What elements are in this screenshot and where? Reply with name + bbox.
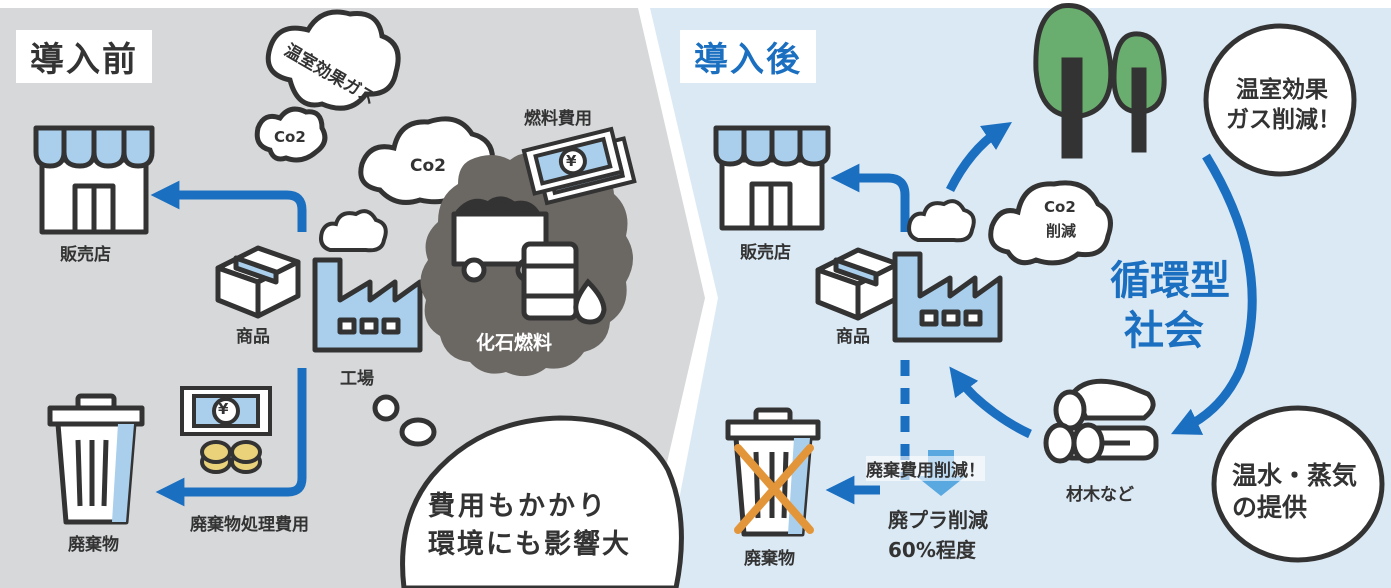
co2-cloud-line-1: Co2 xyxy=(1044,198,1076,216)
co2-cloud-line-2: 削減 xyxy=(1046,222,1077,240)
before-factory-label: 工場 xyxy=(340,369,374,389)
before-product-label: 商品 xyxy=(236,327,270,347)
co2-large-label: Co2 xyxy=(410,156,446,176)
arrow-to-trees xyxy=(945,122,1012,193)
disposal-reduction-label: 廃棄費用削減！ xyxy=(866,456,985,481)
after-smoke-icon xyxy=(907,199,976,243)
cross-icon xyxy=(734,444,814,534)
after-shop-label: 販売店 xyxy=(740,243,791,263)
plastic-line-2: 60%程度 xyxy=(888,538,976,562)
after-waste-label: 廃棄物 xyxy=(744,549,795,569)
co2-reduction-cloud xyxy=(988,180,1113,266)
ghg-bubble-line-1: 温室効果 xyxy=(1236,77,1328,103)
after-trash-can-icon xyxy=(725,407,821,537)
product-box-icon xyxy=(215,245,301,319)
heat-bubble-line-1: 温水・蒸気 xyxy=(1232,461,1358,490)
circular-arrow xyxy=(1170,153,1257,435)
shop-icon xyxy=(33,125,155,235)
after-arrow-to-shop xyxy=(830,163,910,232)
circular-line-2: 社会 xyxy=(1124,308,1204,354)
oil-drum-icon xyxy=(521,241,607,325)
coal-cart-icon xyxy=(451,196,549,283)
heat-supply-bubble xyxy=(1211,405,1385,563)
plastic-line-1: 廃プラ削減 xyxy=(888,508,988,532)
heat-bubble-line-2: の提供 xyxy=(1232,493,1308,522)
logs-icon xyxy=(1043,378,1159,464)
arrow-to-shop xyxy=(150,180,307,232)
money-icon xyxy=(180,386,272,474)
fuel-yen-symbol: ¥ xyxy=(566,152,577,170)
fuel-money-icon xyxy=(521,126,637,206)
co2-small-cloud xyxy=(254,106,328,163)
before-title: 導入前 xyxy=(16,30,152,83)
ghg-bubble-line-2: ガス削減！ xyxy=(1226,107,1341,133)
speech-bubble xyxy=(372,394,684,588)
tree-icon xyxy=(1033,2,1167,159)
after-title: 導入後 xyxy=(680,30,816,83)
arrow-to-waste xyxy=(155,368,307,507)
greenhouse-gas-cloud xyxy=(265,9,401,111)
after-shop-icon xyxy=(713,125,831,231)
factory-icon xyxy=(312,257,423,353)
trash-can-icon xyxy=(47,393,145,525)
arrow-wood-to-factory xyxy=(949,366,1032,439)
wood-label: 材木など xyxy=(1066,485,1134,505)
circular-line-1: 循環型 xyxy=(1110,258,1230,304)
before-waste-label: 廃棄物 xyxy=(68,535,119,555)
disposal-cost-label: 廃棄物処理費用 xyxy=(190,515,309,535)
after-panel xyxy=(650,8,1391,588)
before-shop-label: 販売店 xyxy=(60,245,111,265)
speech-line-1: 費用もかかり xyxy=(428,491,608,522)
after-product-label: 商品 xyxy=(836,327,870,347)
factory-smoke-icon xyxy=(319,209,388,253)
yen-symbol: ¥ xyxy=(218,400,229,418)
fossil-fuel-label: 化石燃料 xyxy=(476,332,553,354)
co2-small-label: Co2 xyxy=(274,128,306,146)
fuel-cost-label: 燃料費用 xyxy=(524,109,592,129)
ghg-reduction-bubble xyxy=(1203,23,1357,177)
speech-line-2: 環境にも影響大 xyxy=(428,529,631,560)
after-factory-icon xyxy=(892,251,1003,343)
